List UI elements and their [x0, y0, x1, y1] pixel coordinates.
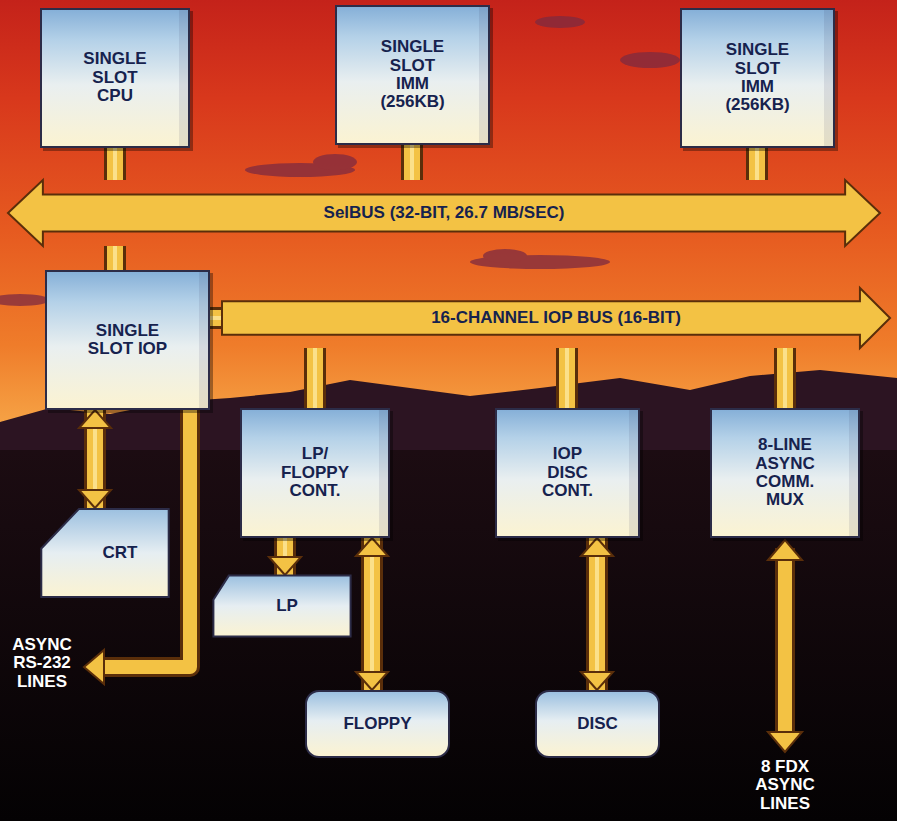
- tube-fill: [364, 538, 380, 690]
- node-label: LP/ FLOPPY CONT.: [273, 445, 357, 500]
- bus-connector: [79, 410, 111, 508]
- tube-highlight: [565, 348, 569, 408]
- controller-box: LP/ FLOPPY CONT.: [240, 408, 390, 538]
- tube-fill: [210, 310, 222, 326]
- fdx-lines-arrow: [768, 540, 802, 752]
- bus-connector: [210, 318, 222, 319]
- arrow-head: [581, 538, 613, 556]
- tube-highlight: [113, 148, 117, 180]
- tube-fill: [107, 246, 123, 270]
- arrow-head: [356, 672, 388, 690]
- tube-fill: [107, 148, 123, 180]
- tube-fill: [307, 348, 323, 408]
- tube-highlight: [410, 145, 414, 180]
- memory-module: SINGLE SLOT IMM (256KB): [335, 5, 490, 145]
- cpu-module: SINGLE SLOT CPU: [40, 8, 190, 148]
- arrow-head: [79, 490, 111, 508]
- line-label: ASYNC RS-232 LINES: [4, 636, 80, 691]
- arrow-head: [269, 557, 301, 575]
- bus-connector: [315, 348, 316, 408]
- line-printer: LP: [212, 575, 352, 637]
- line-label: 8 FDX ASYNC LINES: [745, 758, 825, 813]
- outline-polygon: [41, 509, 168, 597]
- tube-fill: [589, 538, 605, 690]
- tube-fill: [777, 348, 793, 408]
- tube-highlight: [313, 348, 317, 408]
- crt-terminal: CRT: [40, 508, 170, 598]
- arrow-head: [356, 538, 388, 556]
- bus-connector: [115, 246, 116, 270]
- node-label: DISC: [577, 715, 618, 733]
- outline-polygon: [222, 288, 890, 348]
- bus-connector: [356, 538, 388, 690]
- system-bus: SelBUS (32-BIT, 26.7 MB/SEC): [8, 180, 880, 246]
- node-label: 8-LINE ASYNC COMM. MUX: [740, 436, 830, 509]
- arrow-head: [581, 672, 613, 690]
- tube-highlight: [370, 538, 374, 690]
- tube-outline: [746, 148, 768, 180]
- bus-connector: [269, 538, 301, 575]
- bus-connector: [785, 348, 786, 408]
- iop-module: SINGLE SLOT IOP: [45, 270, 210, 410]
- mux-box: 8-LINE ASYNC COMM. MUX: [710, 408, 860, 538]
- node-label: SelBUS (32-BIT, 26.7 MB/SEC): [324, 204, 565, 222]
- node-label: CRT: [103, 544, 138, 562]
- tube-fill: [559, 348, 575, 408]
- arrow-head: [79, 410, 111, 428]
- bus-connector: [115, 148, 116, 180]
- tube-outline: [586, 538, 608, 690]
- outline-polygon: [8, 180, 880, 246]
- bus-connector: [412, 145, 413, 180]
- tube-highlight: [783, 348, 787, 408]
- node-label: LP: [276, 597, 298, 615]
- tube-outline: [104, 246, 126, 270]
- floppy-drive: FLOPPY: [305, 690, 450, 758]
- node-label: 16-CHANNEL IOP BUS (16-BIT): [431, 309, 681, 327]
- tube-outline: [304, 348, 326, 408]
- tube-outline: [210, 307, 222, 329]
- bus-connector: [581, 538, 613, 690]
- tube-highlight: [755, 148, 759, 180]
- bus-connector: [757, 148, 758, 180]
- tube-highlight: [595, 538, 599, 690]
- controller-box: IOP DISC CONT.: [495, 408, 640, 538]
- tube-outline: [104, 148, 126, 180]
- bus-connector: [567, 348, 568, 408]
- node-label: SINGLE SLOT IMM (256KB): [373, 38, 453, 111]
- tube-outline: [774, 348, 796, 408]
- tube-outline: [361, 538, 383, 690]
- node-label: SINGLE SLOT IOP: [88, 322, 168, 359]
- outline-polygon: [213, 576, 350, 637]
- disc-drive: DISC: [535, 690, 660, 758]
- iop-bus: 16-CHANNEL IOP BUS (16-BIT): [222, 288, 890, 348]
- tube-fill: [749, 148, 765, 180]
- node-label: SINGLE SLOT IMM (256KB): [718, 41, 798, 114]
- node-label: SINGLE SLOT CPU: [75, 50, 155, 105]
- node-label: FLOPPY: [343, 715, 411, 733]
- tube-outline: [556, 348, 578, 408]
- memory-module: SINGLE SLOT IMM (256KB): [680, 8, 835, 148]
- tube-highlight: [210, 316, 222, 320]
- node-label: IOP DISC CONT.: [533, 445, 603, 500]
- tube-highlight: [113, 246, 117, 270]
- tube-outline: [401, 145, 423, 180]
- tube-fill: [404, 145, 420, 180]
